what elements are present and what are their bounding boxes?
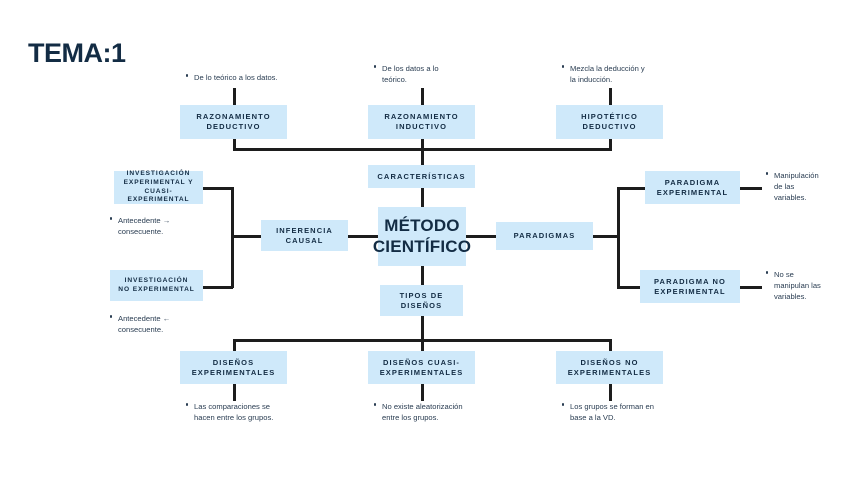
connector-inferencia-to-left-bus xyxy=(231,235,261,238)
node-disenos-cuasi-experimentales[interactable]: DISEÑOS CUASI- EXPERIMENTALES xyxy=(368,351,475,384)
node-label: HIPOTÉTICO DEDUCTIVO xyxy=(581,112,638,131)
note-no-aleatorizacion: No existe aleatorización entre los grupo… xyxy=(374,401,504,423)
connector-metodo-to-paradigmas xyxy=(466,235,496,238)
connector-hipotetico-down xyxy=(609,139,612,150)
node-label: DISEÑOS NO EXPERIMENTALES xyxy=(567,357,652,377)
note-deductivo: De lo teórico a los datos. xyxy=(186,72,306,83)
connector-right-bus-to-par-exp xyxy=(617,187,645,190)
node-caracteristicas[interactable]: CARACTERÍSTICAS xyxy=(368,165,475,188)
note-hipotetico: Mezcla la deducción y la inducción. xyxy=(562,63,677,85)
connector-disenos-cuasi-to-note xyxy=(421,384,424,401)
node-label: CARACTERÍSTICAS xyxy=(377,171,466,181)
connector-bus-to-disenos-no-exp xyxy=(609,339,612,353)
node-paradigma-experimental[interactable]: PARADIGMA EXPERIMENTAL xyxy=(645,171,740,204)
note-antecedente-consecuente-inverso: Antecedente ← consecuente. xyxy=(110,313,210,335)
connector-right-bus xyxy=(617,187,620,288)
note-grupos-vd: Los grupos se forman en base a la VD. xyxy=(562,401,690,423)
note-text: De los datos a lo teórico. xyxy=(382,64,439,84)
bullet-icon xyxy=(374,65,377,68)
bullet-icon xyxy=(186,403,189,406)
connector-disenos-exp-to-note xyxy=(233,384,236,401)
note-text: Las comparaciones se hacen entre los gru… xyxy=(194,402,274,422)
node-investigacion-no-experimental[interactable]: INVESTIGACIÓN NO EXPERIMENTAL xyxy=(110,270,203,301)
note-no-manipulan-variables: No se manipulan las variables. xyxy=(766,269,844,302)
node-label: PARADIGMA EXPERIMENTAL xyxy=(656,177,729,197)
connector-par-exp-to-note xyxy=(740,187,762,190)
node-tipos-de-disenos[interactable]: TIPOS DE DISEÑOS xyxy=(380,285,463,316)
connector-caracteristicas-to-metodo xyxy=(421,188,424,207)
connector-tipos-to-bottom-bus xyxy=(421,316,424,341)
bullet-icon xyxy=(562,403,565,406)
node-label: INVESTIGACIÓN NO EXPERIMENTAL xyxy=(118,276,195,293)
node-inferencia-causal[interactable]: INFERENCIA CAUSAL xyxy=(261,220,348,251)
node-label: PARADIGMAS xyxy=(513,231,576,241)
connector-bus-to-disenos-exp xyxy=(233,339,236,353)
node-investigacion-experimental-cuasi[interactable]: INVESTIGACIÓN EXPERIMENTAL Y CUASI-EXPER… xyxy=(114,170,203,204)
note-text: Antecedente ← consecuente. xyxy=(118,314,171,334)
bullet-icon xyxy=(562,65,565,68)
connector-disenos-no-exp-to-note xyxy=(609,384,612,401)
note-comparaciones-grupos: Las comparaciones se hacen entre los gru… xyxy=(186,401,311,423)
bullet-icon xyxy=(766,271,769,274)
note-text: No existe aleatorización entre los grupo… xyxy=(382,402,463,422)
note-text: Los grupos se forman en base a la VD. xyxy=(570,402,655,422)
node-razonamiento-inductivo[interactable]: RAZONAMIENTO INDUCTIVO xyxy=(368,105,475,139)
node-label: INFERENCIA CAUSAL xyxy=(276,225,333,245)
node-label: TIPOS DE DISEÑOS xyxy=(399,290,444,310)
node-label: DISEÑOS CUASI- EXPERIMENTALES xyxy=(379,357,464,377)
node-label: INVESTIGACIÓN EXPERIMENTAL Y CUASI-EXPER… xyxy=(123,170,194,204)
connector-right-bus-to-par-no-exp xyxy=(617,286,645,289)
connector-note-to-deductivo xyxy=(233,88,236,105)
page-title: TEMA:1 xyxy=(28,38,126,68)
connector-deductivo-down xyxy=(233,139,236,150)
connector-left-bus-to-inv-exp xyxy=(203,187,233,190)
connector-paradigmas-to-right-bus xyxy=(593,235,620,238)
connector-metodo-to-tipos xyxy=(421,266,424,285)
note-text: De lo teórico a los datos. xyxy=(194,73,278,82)
bullet-icon xyxy=(110,315,113,318)
node-disenos-experimentales[interactable]: DISEÑOS EXPERIMENTALES xyxy=(180,351,287,384)
connector-metodo-to-inferencia xyxy=(348,235,378,238)
bullet-icon xyxy=(374,403,377,406)
connector-left-bus-to-inv-no-exp xyxy=(203,286,233,289)
connector-left-bus xyxy=(231,187,234,288)
bullet-icon xyxy=(186,74,189,77)
note-text: Mezcla la deducción y la inducción. xyxy=(570,64,645,84)
node-label: RAZONAMIENTO INDUCTIVO xyxy=(384,112,459,131)
note-text: Antecedente → consecuente. xyxy=(118,216,171,236)
connector-bus-to-disenos-cuasi xyxy=(421,339,424,353)
node-paradigmas[interactable]: PARADIGMAS xyxy=(496,222,593,250)
node-paradigma-no-experimental[interactable]: PARADIGMA NO EXPERIMENTAL xyxy=(640,270,740,303)
node-disenos-no-experimentales[interactable]: DISEÑOS NO EXPERIMENTALES xyxy=(556,351,663,384)
note-text: Manipulación de las variables. xyxy=(774,171,819,202)
bullet-icon xyxy=(766,172,769,175)
connector-inductivo-down xyxy=(421,139,424,150)
node-label: PARADIGMA NO EXPERIMENTAL xyxy=(654,276,726,296)
note-text: No se manipulan las variables. xyxy=(774,270,821,301)
connector-bus-to-caracteristicas xyxy=(421,148,424,165)
node-metodo-cientifico[interactable]: MÉTODO CIENTÍFICO xyxy=(373,207,471,266)
note-manipulacion-variables: Manipulación de las variables. xyxy=(766,170,842,203)
node-label: RAZONAMIENTO DEDUCTIVO xyxy=(196,112,271,131)
node-razonamiento-deductivo[interactable]: RAZONAMIENTO DEDUCTIVO xyxy=(180,105,287,139)
connector-note-to-hipotetico xyxy=(609,88,612,105)
node-hipotetico-deductivo[interactable]: HIPOTÉTICO DEDUCTIVO xyxy=(556,105,663,139)
bullet-icon xyxy=(110,217,113,220)
connector-par-no-exp-to-note xyxy=(740,286,762,289)
note-antecedente-consecuente: Antecedente → consecuente. xyxy=(110,215,210,237)
node-label: DISEÑOS EXPERIMENTALES xyxy=(191,357,276,377)
node-label: MÉTODO CIENTÍFICO xyxy=(372,216,472,256)
connector-note-to-inductivo xyxy=(421,88,424,105)
note-inductivo: De los datos a lo teórico. xyxy=(374,63,479,85)
